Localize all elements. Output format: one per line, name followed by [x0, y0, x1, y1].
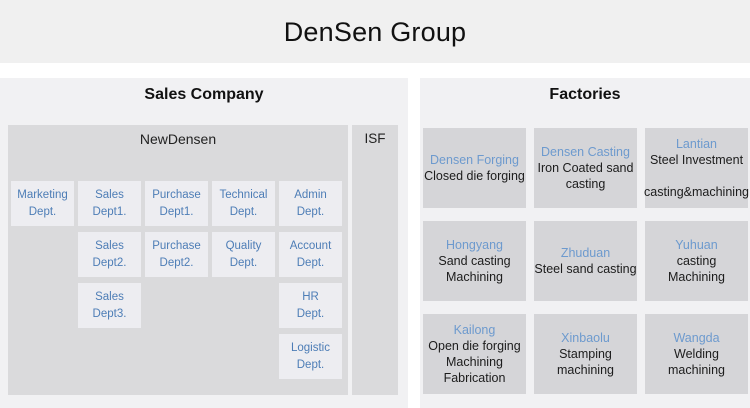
factory-name: Yuhuan	[675, 237, 718, 252]
factory-description: casting Machining	[668, 253, 725, 285]
factory-name: Kailong	[453, 322, 496, 337]
factory-description: Iron Coated sand casting	[537, 160, 634, 192]
factory-box-hongyang: Hongyang Sand casting Machining	[423, 221, 526, 301]
factories-title: Factories	[549, 86, 621, 103]
dept-box-hr: HR Dept.	[279, 283, 342, 328]
dept-box-logistic: Logistic Dept.	[279, 334, 342, 379]
factory-name: Wangda	[673, 330, 720, 345]
factory-box-densen-forging: Densen Forging Closed die forging	[423, 128, 526, 208]
isf-box: ISF	[352, 125, 398, 395]
factory-description: Steel Investment casting&machining	[644, 152, 749, 200]
factory-box-densen-casting: Densen Casting Iron Coated sand casting	[534, 128, 637, 208]
dept-box-purchase1: Purchase Dept1.	[145, 181, 208, 226]
factory-description: Closed die forging	[424, 169, 525, 183]
factory-name: Densen Forging	[430, 152, 519, 167]
factory-description: Steel sand casting	[534, 262, 637, 276]
factory-box-lantian: Lantian Steel Investment casting&machini…	[644, 128, 749, 208]
page-title: DenSen Group	[283, 17, 467, 47]
factory-description: Sand casting Machining	[438, 253, 511, 285]
dept-box-marketing: Marketing Dept.	[11, 181, 74, 226]
factory-box-xinbaolu: Xinbaolu Stamping machining	[534, 314, 637, 394]
dept-box-purchase2: Purchase Dept2.	[145, 232, 208, 277]
factory-name: Xinbaolu	[561, 330, 610, 345]
dept-box-account: Account Dept.	[279, 232, 342, 277]
newdensen-label: NewDensen	[139, 131, 217, 147]
page-header: DenSen Group	[0, 0, 750, 63]
factories-grid: Densen Forging Closed die forging Densen…	[423, 128, 749, 394]
dept-box-admin: Admin Dept.	[279, 181, 342, 226]
factory-box-yuhuan: Yuhuan casting Machining	[645, 221, 748, 301]
factory-name: Hongyang	[446, 237, 503, 252]
isf-label: ISF	[364, 131, 386, 146]
dept-box-sales3: Sales Dept3.	[78, 283, 141, 328]
factory-name: Densen Casting	[541, 144, 630, 159]
dept-box-sales2: Sales Dept2.	[78, 232, 141, 277]
newdensen-group-box: NewDensen Marketing Dept. Sales Dept1. P…	[8, 125, 348, 395]
departments-grid: Marketing Dept. Sales Dept1. Purchase De…	[11, 181, 342, 379]
factory-description: Open die forging Machining Fabrication	[428, 338, 521, 386]
dept-box-quality: Quality Dept.	[212, 232, 275, 277]
factory-box-wangda: Wangda Welding machining	[645, 314, 748, 394]
factory-description: Welding machining	[668, 346, 725, 378]
dept-box-sales1: Sales Dept1.	[78, 181, 141, 226]
factories-panel: Factories Densen Forging Closed die forg…	[420, 78, 750, 408]
factory-box-kailong: Kailong Open die forging Machining Fabri…	[423, 314, 526, 394]
sales-company-panel: Sales Company NewDensen Marketing Dept. …	[0, 78, 408, 408]
factory-description: Stamping machining	[557, 346, 614, 378]
factory-box-zhuduan: Zhuduan Steel sand casting	[534, 221, 637, 301]
sales-company-title: Sales Company	[144, 86, 264, 103]
dept-box-technical: Technical Dept.	[212, 181, 275, 226]
factory-name: Lantian	[675, 136, 717, 151]
factory-name: Zhuduan	[560, 245, 611, 260]
